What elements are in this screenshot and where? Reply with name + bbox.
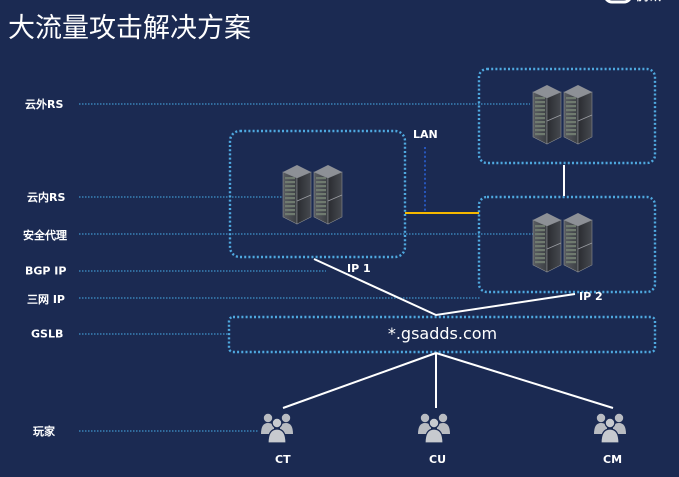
player-label-cu: CU <box>429 453 447 466</box>
row-label-yunwai-rs: 云外RS <box>25 98 64 111</box>
gslb-ct-link <box>282 352 437 409</box>
row-label-bgp-ip: BGP IP <box>25 264 67 278</box>
row-label-gslb: GSLB <box>31 327 64 341</box>
server-rack-icon <box>283 165 342 224</box>
row-label-yunnei-rs: 云内RS <box>27 191 66 204</box>
gslb-cm-link <box>435 352 614 409</box>
player-label-cm: CM <box>603 453 623 466</box>
user-group-icon <box>417 413 451 444</box>
ip-connector <box>313 258 576 317</box>
server-rack-icon <box>533 213 592 272</box>
lan-label: LAN <box>413 128 438 141</box>
svg-text:腾讯: 腾讯 <box>636 0 661 3</box>
row-label-players: 玩家 <box>33 425 55 438</box>
cloud-external-box <box>477 67 657 165</box>
row-label-security-proxy: 安全代理 <box>23 229 67 242</box>
gslb-box <box>227 315 657 354</box>
proxy-box <box>477 195 657 294</box>
user-group-icon <box>260 413 294 444</box>
ip2-label: IP 2 <box>579 290 603 303</box>
player-label-ct: CT <box>275 453 291 466</box>
cloud-internal-box <box>228 129 407 259</box>
ip1-label: IP 1 <box>347 262 371 275</box>
row-label-sanwang-ip: 三网 IP <box>27 293 65 306</box>
server-rack-icon <box>533 85 592 144</box>
brand-logo-icon: 腾讯 <box>605 0 661 4</box>
page-title: 大流量攻击解决方案 <box>8 13 251 44</box>
gslb-domain: *.gsadds.com <box>387 324 498 343</box>
user-group-icon <box>593 413 627 444</box>
